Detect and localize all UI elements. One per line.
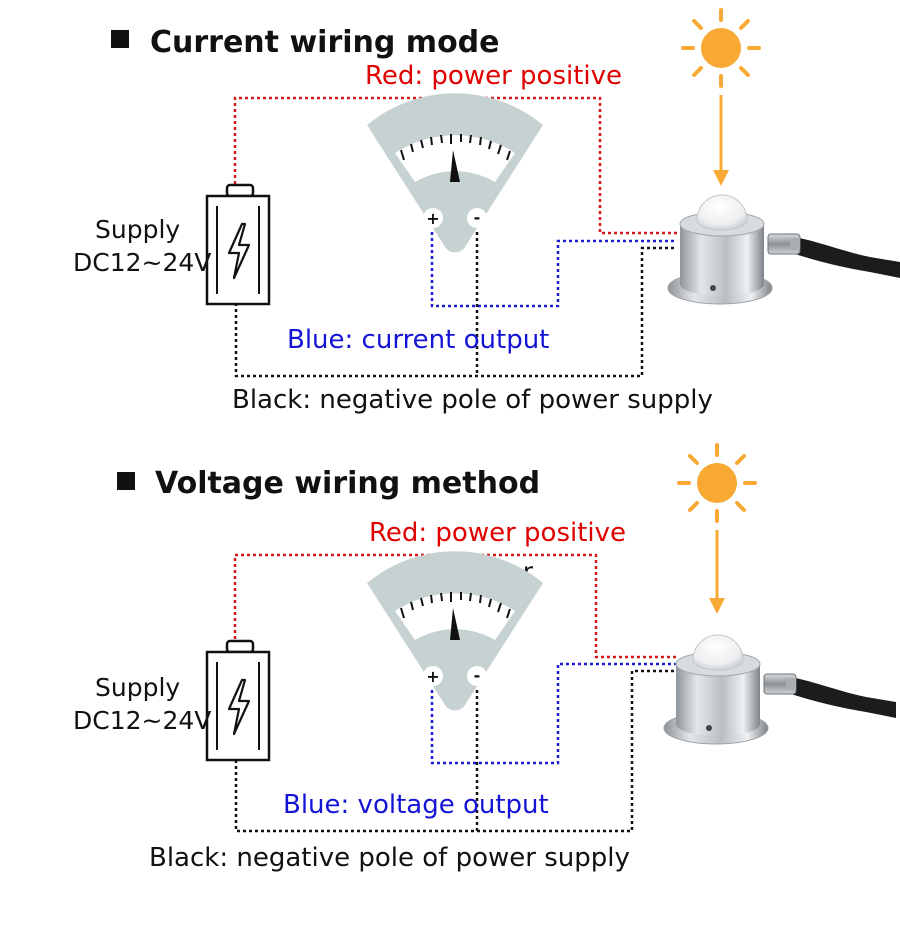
battery-icon [205, 639, 271, 762]
section-title: Current wiring mode [150, 25, 500, 60]
sensor-icon [667, 194, 900, 305]
minus-terminal: - [474, 666, 481, 685]
supply-label: Supply [95, 673, 180, 702]
sensor-icon [663, 634, 897, 745]
blue-wire-label: Blue: current output [287, 325, 549, 355]
red-wire-label: Red: power positive [369, 518, 626, 548]
bullet-square-icon [111, 30, 129, 48]
red-wire-label: Red: power positive [365, 61, 622, 91]
section-current: Current wiring mode Red: power positive … [73, 8, 900, 415]
supply-voltage-label: DC12~24V [73, 706, 211, 735]
wire-blue [430, 662, 676, 765]
minus-terminal: - [474, 208, 481, 227]
supply-voltage-label: DC12~24V [73, 248, 211, 277]
blue-wire-label: Blue: voltage output [283, 790, 549, 820]
plus-terminal: + [426, 209, 439, 228]
battery-icon [205, 183, 271, 306]
sun-icon [677, 443, 757, 523]
wire-black [234, 232, 676, 378]
black-wire-label: Black: negative pole of power supply [232, 385, 713, 415]
wire-blue [430, 232, 676, 308]
arrow-down-icon [713, 95, 729, 186]
section-voltage: Voltage wiring method Red: power positiv… [73, 443, 897, 873]
section-title: Voltage wiring method [155, 466, 540, 501]
meter-icon: + - [366, 550, 544, 712]
black-wire-label: Black: negative pole of power supply [149, 843, 630, 873]
plus-terminal: + [426, 667, 439, 686]
wire-red [233, 96, 678, 235]
supply-label: Supply [95, 215, 180, 244]
bullet-square-icon [117, 472, 135, 490]
sun-icon [681, 8, 761, 88]
arrow-down-icon [709, 530, 725, 614]
meter-icon: + - [366, 92, 544, 254]
wire-red [233, 553, 676, 659]
